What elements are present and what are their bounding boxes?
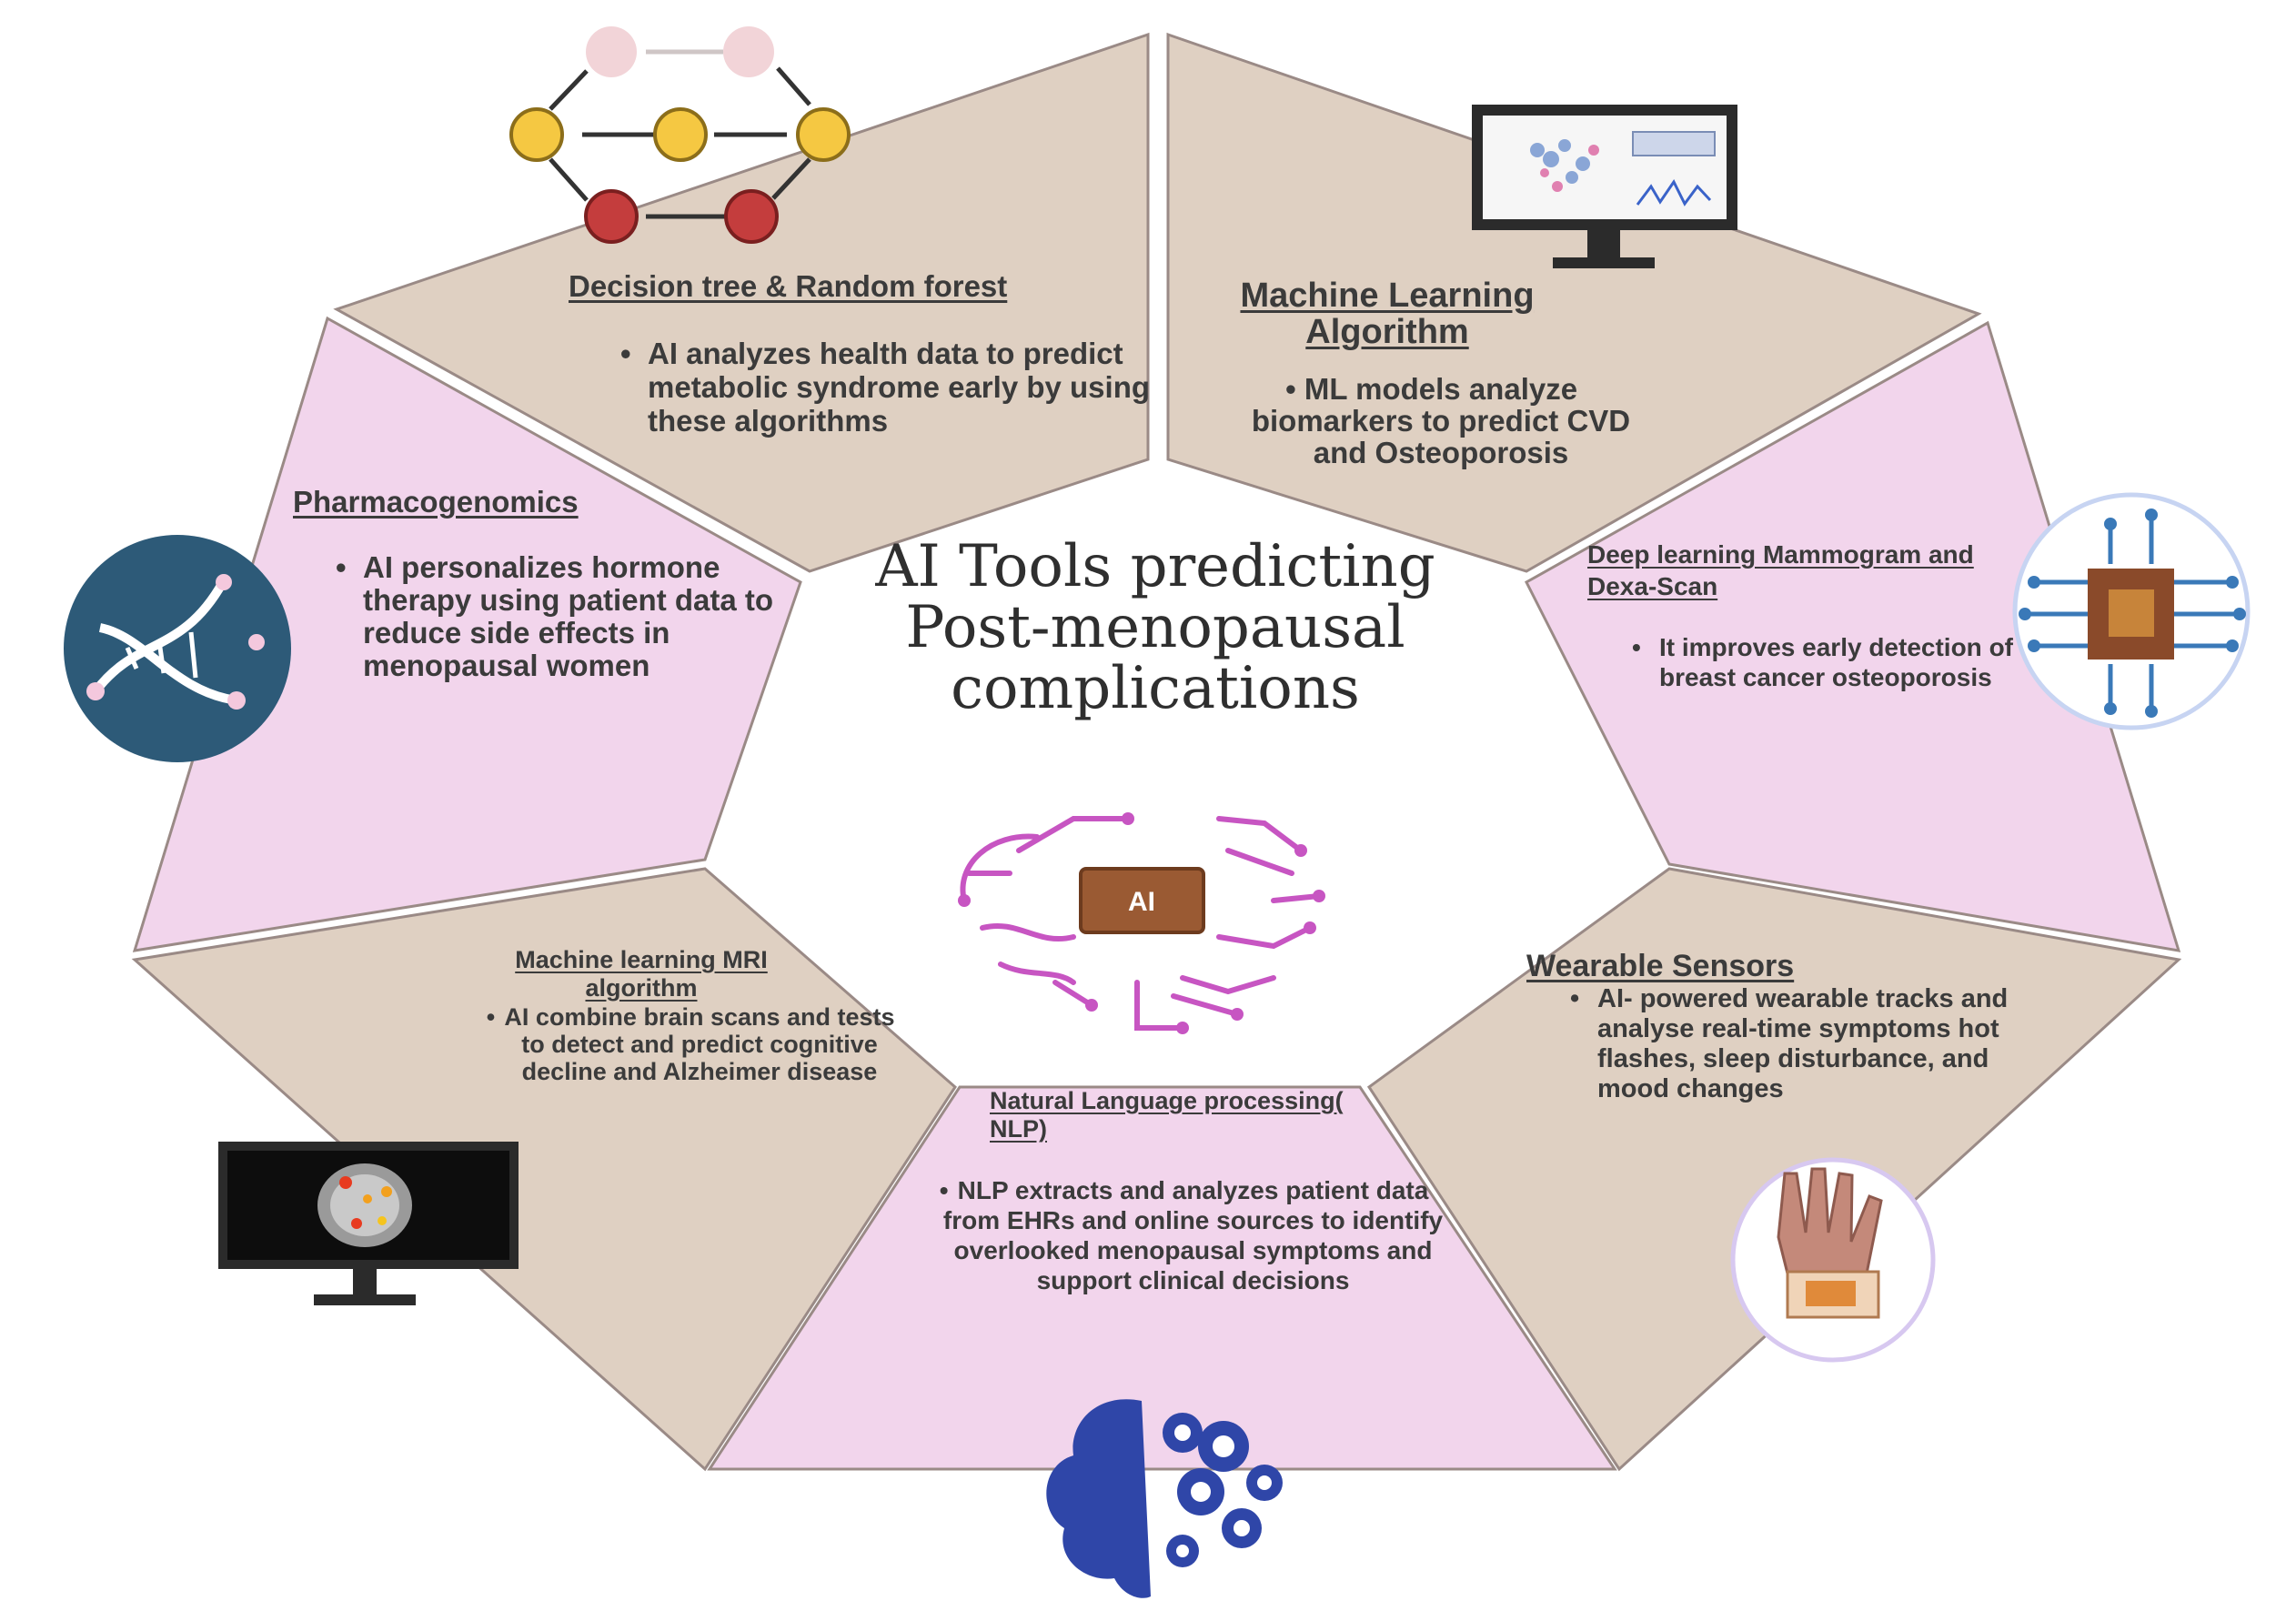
segment-title: Machine learning MRI algorithm xyxy=(515,946,768,1002)
monitor-chart-icon xyxy=(1472,105,1737,268)
segment-title: Machine Learning Algorithm xyxy=(1240,277,1535,351)
segment-bullet: AI analyzes health data to predict metab… xyxy=(608,337,1153,438)
segment-title: Wearable Sensors xyxy=(1526,949,1795,983)
ai-chip-label: AI xyxy=(1128,887,1155,917)
segment-title: Pharmacogenomics xyxy=(293,485,579,519)
segment-bullet: NLP extracts and analyzes patient data f… xyxy=(901,1175,1445,1295)
ai-brain-icon: AI xyxy=(958,812,1325,1034)
segment-bullet: AI combine brain scans and tests to dete… xyxy=(450,1003,909,1085)
segment-bullet: ML models analyze biomarkers to predict … xyxy=(1183,373,1659,468)
segment-bullet: It improves early detection of breast ca… xyxy=(1619,632,2041,692)
brain-gears-icon xyxy=(1046,1399,1283,1598)
network-flow-icon xyxy=(509,26,851,244)
dna-icon xyxy=(64,535,291,762)
circuit-chip-icon xyxy=(2012,492,2251,730)
hand-wearable-icon xyxy=(1730,1157,1936,1363)
segment-bullet: AI- powered wearable tracks and analyse … xyxy=(1557,984,2052,1104)
segment-title: Natural Language processing( NLP) xyxy=(990,1087,1344,1143)
brain-scan-monitor-icon xyxy=(218,1142,519,1305)
segment-title: Deep learning Mammogram and Dexa-Scan xyxy=(1587,540,1974,600)
page-title: AI Tools predicting Post-menopausal comp… xyxy=(875,533,1435,723)
segment-bullet: AI personalizes hormone therapy using pa… xyxy=(323,551,827,682)
segment-title: Decision tree & Random forest xyxy=(569,269,1008,303)
